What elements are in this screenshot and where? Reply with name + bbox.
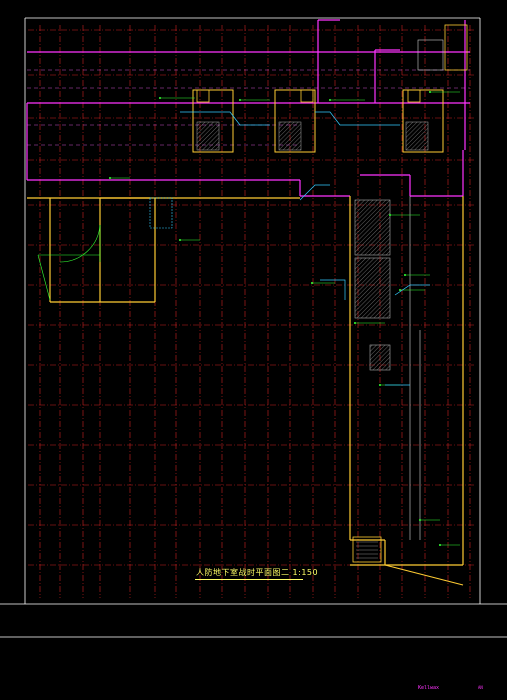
corner-code: AN [478,685,483,690]
hatched-shaft-icon [352,199,391,563]
right-wing-walls [349,196,464,566]
right-wing-edges [409,196,421,540]
annotation-dot [438,543,442,547]
axis-grid [28,25,476,598]
title-underline [195,579,303,580]
annotation-dot [398,288,402,292]
right-wing-diagonal [384,564,464,586]
stair-icon [356,541,378,559]
annotation-dot [403,273,407,277]
annotation-dot [378,383,382,387]
annotation-dot [108,176,112,180]
upper-corridor-walls [26,19,470,197]
sheet-border [0,17,507,638]
annotation-dot [428,90,432,94]
annotation-dot [388,213,392,217]
annotation-leaders [108,90,460,547]
annotation-dot [418,518,422,522]
annex-cyan-box [149,197,173,229]
annotation-dot [238,98,242,102]
duct-runs [180,111,430,386]
annotation-dot [158,96,162,100]
stair-cores-upper [192,24,468,153]
door-swing-icon [37,224,101,301]
corridor-inner-lines [27,69,470,146]
annotation-dot [178,238,182,242]
annotation-dot [353,321,357,325]
annotation-dot [328,98,332,102]
corner-label: Kellwax [418,685,440,691]
drawing-title: 人防地下室战时平面图二 1:150 [196,568,319,577]
left-annex-walls [27,197,300,303]
annotation-dot [310,281,314,285]
